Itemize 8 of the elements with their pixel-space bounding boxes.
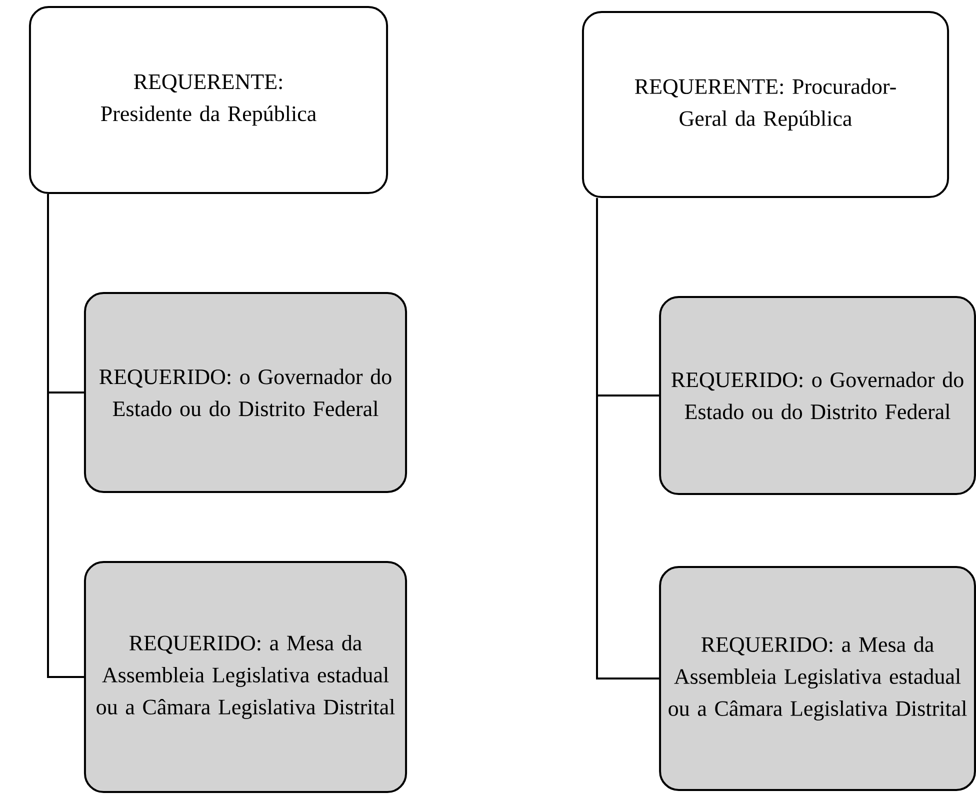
requester-box: REQUERENTE: Procurador-Geral da República	[582, 10, 950, 198]
requester-box: REQUERENTE: Presidente da República	[28, 6, 388, 194]
respondent-box: REQUERIDO: o Governador do Estado ou do Distrito Federal	[659, 296, 976, 496]
respondent-box: REQUERIDO: a Mesa da Assembleia Legislativa estadual ou a Câmara Legislativa Distrital	[659, 566, 976, 791]
respondent-box: REQUERIDO: a Mesa da Assembleia Legislativa estadual ou a Câmara Legislativa Distrital	[84, 561, 408, 793]
respondent-box: REQUERIDO: o Governador do Estado ou do Distrito Federal	[84, 292, 408, 493]
connector-line	[596, 198, 660, 680]
connector-line	[47, 194, 84, 678]
